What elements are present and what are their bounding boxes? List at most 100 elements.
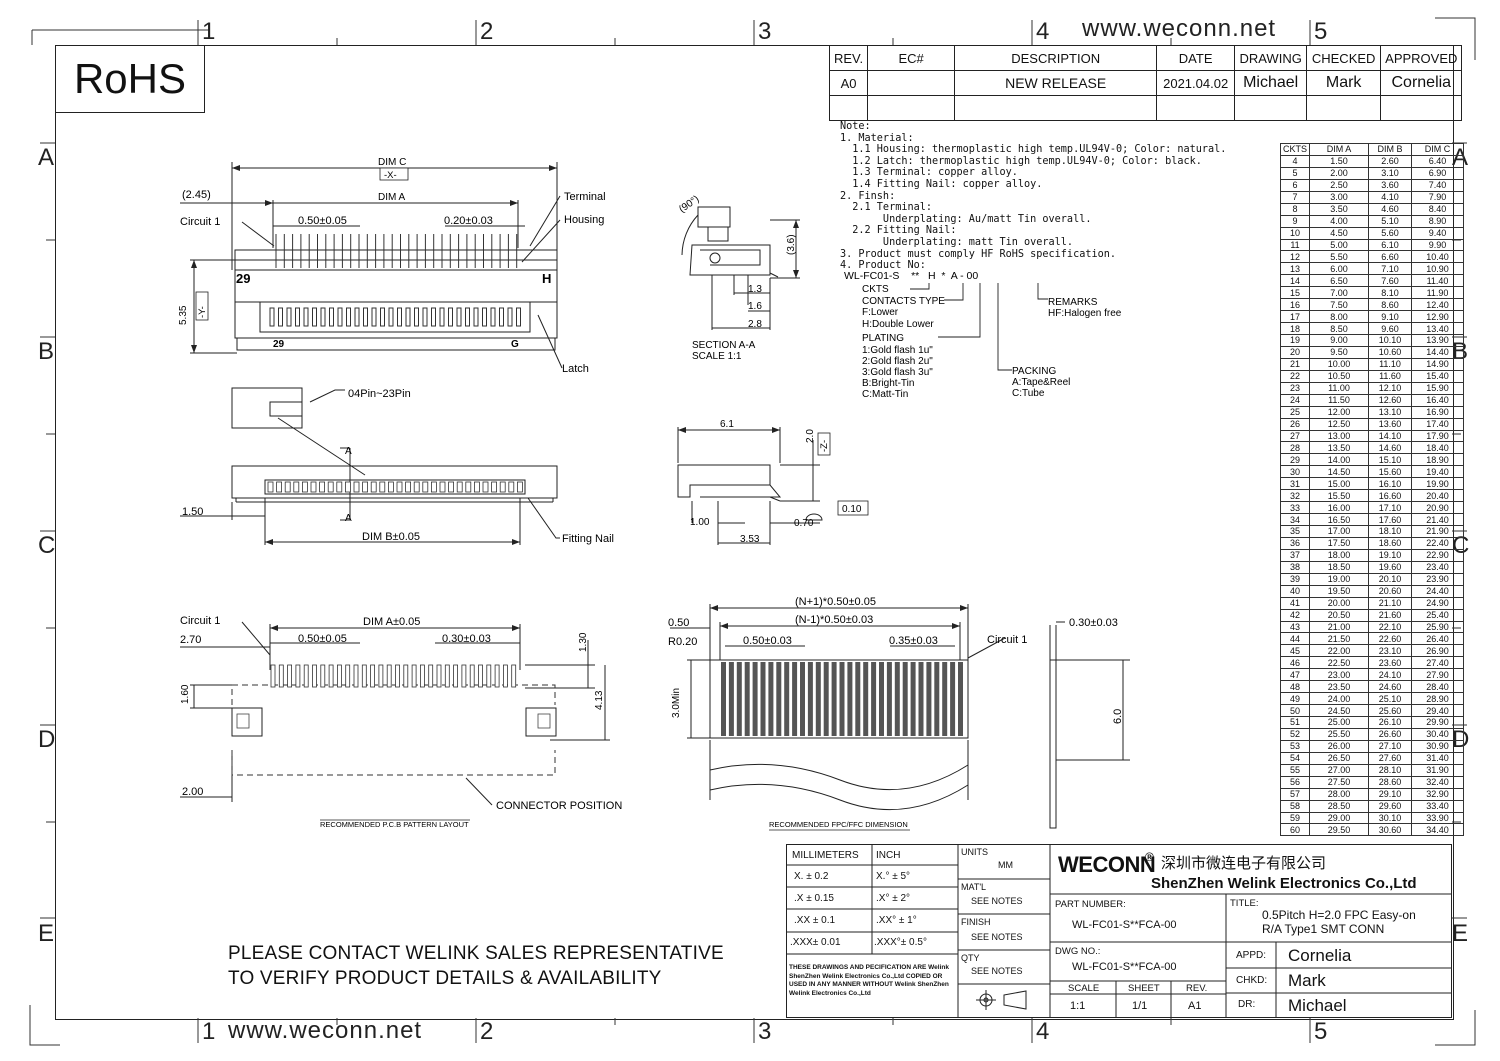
dim-c-cell: 30.40 bbox=[1411, 727, 1465, 741]
ckts-cell: 47 bbox=[1279, 668, 1311, 682]
dim-a-cell: 27.00 bbox=[1309, 763, 1370, 777]
front-pin bbox=[319, 481, 326, 493]
dim-c-cell: 17.90 bbox=[1411, 429, 1465, 443]
front-pin bbox=[362, 481, 369, 493]
dim-c-cell: 14.40 bbox=[1411, 345, 1465, 359]
pcb-h3-label: 4.13 bbox=[594, 690, 605, 710]
dim-c-cell: 8.40 bbox=[1411, 202, 1465, 216]
dim-a-cell: 7.50 bbox=[1309, 298, 1370, 312]
pcb-pad bbox=[444, 664, 450, 688]
fpc-finger bbox=[768, 662, 774, 736]
terminal-contact bbox=[499, 307, 504, 327]
dim-c-cell: 24.40 bbox=[1411, 584, 1465, 598]
front-pin bbox=[327, 481, 334, 493]
ckts-cell: 41 bbox=[1279, 596, 1311, 610]
dim-b-cell: 25.60 bbox=[1368, 704, 1413, 717]
front-pin bbox=[465, 481, 472, 493]
dim-b-cell: 10.10 bbox=[1368, 334, 1413, 347]
dim-b-cell: 4.10 bbox=[1368, 190, 1413, 204]
housing-label: Housing bbox=[564, 214, 604, 226]
ckts-cell: 60 bbox=[1279, 823, 1311, 837]
checked-value: Mark bbox=[1306, 70, 1382, 96]
dim-b-cell: 26.60 bbox=[1368, 727, 1413, 741]
dim-b-cell: 24.60 bbox=[1368, 680, 1413, 694]
dim-c-cell: 33.40 bbox=[1411, 799, 1465, 813]
fpc-finger bbox=[736, 662, 742, 736]
side-d2-label: 3.53 bbox=[740, 534, 760, 545]
fpc-thickness-label: 0.30±0.03 bbox=[1069, 617, 1118, 629]
plating-1: 1:Gold flash 1u" bbox=[862, 345, 933, 356]
dim-c-cell: 26.40 bbox=[1411, 632, 1465, 646]
rev-header: REV. bbox=[828, 45, 869, 71]
title-line2: R/A Type1 SMT CONN bbox=[1262, 922, 1385, 936]
ckts-cell: 48 bbox=[1279, 680, 1311, 694]
front-pin bbox=[473, 481, 480, 493]
terminal-contact bbox=[363, 307, 368, 327]
note-line: Underplating: matt Tin overall. bbox=[840, 236, 1074, 248]
dim-a-cell: 24.50 bbox=[1309, 704, 1370, 717]
zone-col-5-bottom: 5 bbox=[1314, 1018, 1328, 1045]
front-pin bbox=[276, 481, 282, 493]
appd-value: Cornelia bbox=[1288, 946, 1352, 965]
width-label: 0.20±0.03 bbox=[444, 215, 493, 227]
dim-a-header: DIM A bbox=[1309, 143, 1370, 156]
ckts-cell: 19 bbox=[1279, 334, 1311, 347]
dim-a-cell: 12.50 bbox=[1309, 417, 1370, 431]
ckts-cell: 14 bbox=[1279, 274, 1311, 288]
dim-b-cell: 22.60 bbox=[1368, 632, 1413, 646]
dim-b-cell: 7.10 bbox=[1368, 262, 1413, 276]
y-datum: -Y- bbox=[197, 306, 208, 318]
dim-a-cell: 29.00 bbox=[1309, 811, 1370, 825]
terminal-contact bbox=[269, 307, 275, 327]
front-pin bbox=[293, 481, 300, 493]
dim-b-cell: 2.60 bbox=[1368, 154, 1413, 168]
side-d3-label: 0.70 bbox=[794, 518, 814, 529]
pcb-layout-view: Circuit 1 DIM A±0.05 2.70 0.50±0.05 0.30… bbox=[180, 615, 622, 829]
pcb-pad bbox=[453, 664, 459, 688]
dim-a-cell: 22.00 bbox=[1309, 644, 1370, 658]
terminal-contact bbox=[490, 307, 496, 327]
ckts-cell: 20 bbox=[1279, 345, 1311, 359]
dim-a-cell: 13.00 bbox=[1309, 429, 1370, 443]
website-url-top[interactable]: www.weconn.net bbox=[1082, 15, 1277, 42]
packing-a: A:Tape&Reel bbox=[1012, 377, 1070, 388]
fpc-circuit1-label: Circuit 1 bbox=[987, 634, 1027, 646]
fpc-inner-label: (N-1)*0.50±0.03 bbox=[795, 614, 873, 626]
dim-b-cell: 17.10 bbox=[1368, 501, 1413, 515]
terminal-contact bbox=[465, 307, 470, 327]
terminal-contact bbox=[337, 307, 343, 327]
zone-col-2: 2 bbox=[480, 18, 494, 45]
pcb-pad bbox=[395, 664, 400, 688]
dim-a-cell: 26.50 bbox=[1309, 751, 1370, 765]
dim-b-cell: 20.60 bbox=[1368, 584, 1413, 598]
dim-a-cell: 2.00 bbox=[1309, 166, 1370, 180]
dim-c-cell: 7.40 bbox=[1411, 178, 1465, 192]
d2-label: 1.6 bbox=[748, 301, 762, 312]
ckts-cell: 55 bbox=[1279, 763, 1311, 777]
pcb-pad bbox=[353, 664, 359, 688]
terminal-contact bbox=[371, 307, 377, 327]
fpc-finger bbox=[950, 662, 956, 736]
dim-c-cell: 31.90 bbox=[1411, 763, 1465, 777]
ckts-cell: 25 bbox=[1279, 405, 1311, 419]
dim-b-cell: 19.60 bbox=[1368, 560, 1413, 574]
dim-b-cell: 27.60 bbox=[1368, 751, 1413, 765]
website-url-bottom[interactable]: www.weconn.net bbox=[228, 1017, 423, 1044]
pcb-pad bbox=[378, 664, 384, 688]
plating-label: PLATING bbox=[862, 333, 904, 344]
terminal-contact bbox=[295, 307, 300, 327]
pin29-bottom: 29 bbox=[273, 339, 285, 350]
dim-b-cell: 28.10 bbox=[1368, 763, 1413, 777]
dim-c-cell: 13.90 bbox=[1411, 334, 1465, 347]
dim-b-cell: 27.10 bbox=[1368, 739, 1413, 753]
front-pin-array bbox=[267, 481, 523, 493]
dim-c-cell: 23.40 bbox=[1411, 560, 1465, 574]
front-pin bbox=[310, 481, 317, 493]
